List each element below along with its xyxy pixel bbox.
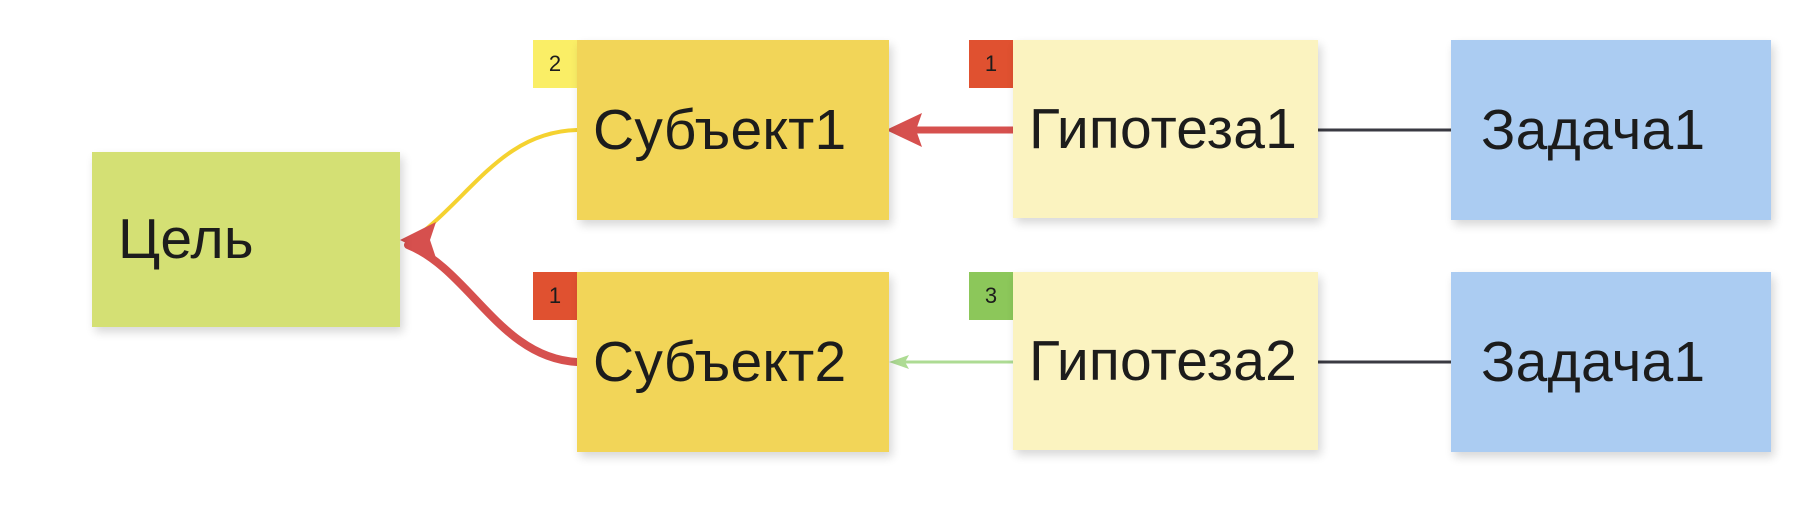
node-hypothesis1-label: Гипотеза1 [1029,96,1298,161]
node-subject1[interactable]: Субъект1 [577,40,889,220]
badge-hypothesis2[interactable]: 3 [969,272,1013,320]
node-task2-label: Задача1 [1481,329,1706,394]
node-subject1-label: Субъект1 [593,97,847,162]
node-hypothesis2-label: Гипотеза2 [1029,328,1298,393]
badge-subject1[interactable]: 2 [533,40,577,88]
badge-subject2[interactable]: 1 [533,272,577,320]
badge-subject2-value: 1 [548,283,562,308]
node-goal[interactable]: Цель [92,152,400,327]
arrowhead-into-subject1 [886,113,922,147]
badge-hypothesis2-value: 3 [984,283,998,308]
badge-subject1-value: 2 [548,51,562,76]
node-task2[interactable]: Задача1 [1451,272,1771,452]
node-subject2[interactable]: Субъект2 [577,272,889,452]
node-task1[interactable]: Задача1 [1451,40,1771,220]
node-hypothesis2[interactable]: Гипотеза2 [1013,272,1318,450]
arrowhead-into-goal [400,222,436,258]
edge-subject1-to-goal [406,128,579,245]
node-task1-label: Задача1 [1481,97,1706,162]
node-goal-label: Цель [118,207,254,271]
node-hypothesis1[interactable]: Гипотеза1 [1013,40,1318,218]
node-subject2-label: Субъект2 [593,329,847,394]
arrowhead-into-subject2 [889,355,909,369]
badge-hypothesis1[interactable]: 1 [969,40,1013,88]
badge-hypothesis1-value: 1 [984,51,998,76]
